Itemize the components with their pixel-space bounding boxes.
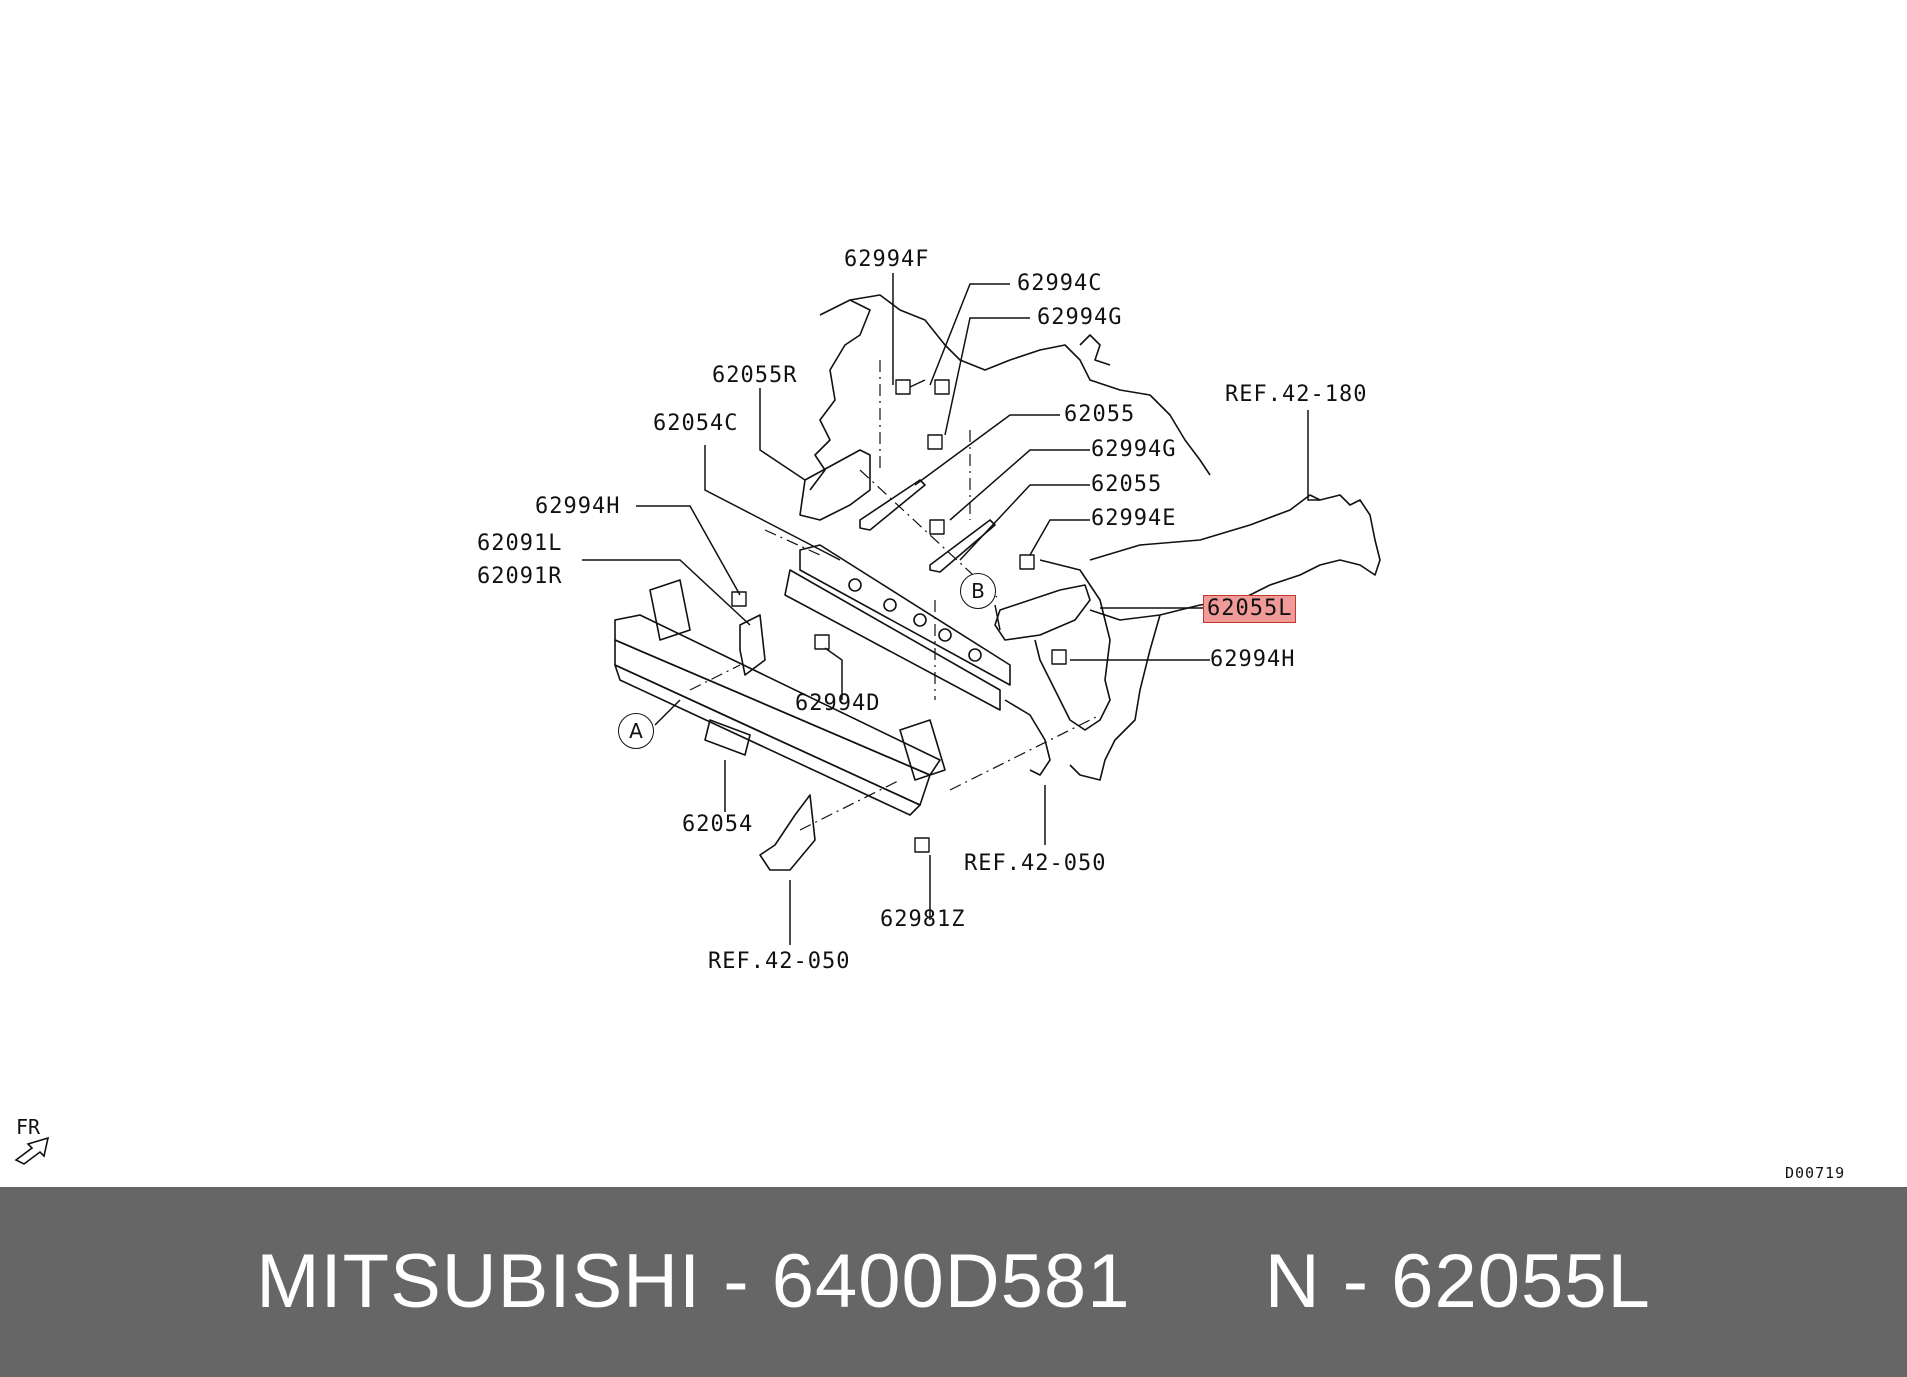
callout-62994D[interactable]: 62994D <box>795 691 881 716</box>
assembly-lines <box>689 360 1101 831</box>
bumper-beam-face <box>614 639 931 806</box>
stay-62055-a <box>859 479 926 531</box>
marker-a: A <box>618 713 654 749</box>
bracket-62055L <box>994 584 1091 641</box>
callout-62054[interactable]: 62054 <box>682 812 754 837</box>
crossmember-lower <box>784 569 1001 711</box>
footer-dash-1: - <box>723 1239 750 1324</box>
bumper-beam-bottom <box>614 664 921 816</box>
crossmember-holes <box>848 578 982 662</box>
callout-ref-42-180[interactable]: REF.42-180 <box>1225 382 1368 407</box>
callout-62994G-mid[interactable]: 62994G <box>1091 437 1177 462</box>
bumper-stay-right <box>899 719 946 781</box>
body-panel-upper-outline <box>849 294 1211 476</box>
front-direction-label: FR <box>16 1115 41 1139</box>
callout-ref-42-050-right[interactable]: REF.42-050 <box>964 851 1107 876</box>
footer-text: MITSUBISHI - 6400D581 N - 62055L <box>0 1187 1907 1377</box>
brand-name: MITSUBISHI <box>256 1239 702 1324</box>
callout-62091L[interactable]: 62091L <box>477 531 563 556</box>
callout-62055R[interactable]: 62055R <box>712 363 798 388</box>
leader-lines <box>582 273 1320 945</box>
reference-code: 62055L <box>1391 1239 1651 1324</box>
drawing-code: D00719 <box>1785 1164 1846 1182</box>
front-arrow <box>14 1136 50 1165</box>
tow-hook-block <box>704 719 751 756</box>
callout-62981Z[interactable]: 62981Z <box>880 907 966 932</box>
diagram-drawing <box>14 273 1381 1165</box>
callout-62994E[interactable]: 62994E <box>1091 506 1177 531</box>
side-member-right-lower <box>1004 699 1051 776</box>
footer-prefix: N <box>1264 1239 1321 1324</box>
marker-b: B <box>960 573 996 609</box>
callout-62994G-top[interactable]: 62994G <box>1037 305 1123 330</box>
part-number: 6400D581 <box>771 1239 1131 1324</box>
callout-62055-b[interactable]: 62055 <box>1091 472 1163 497</box>
lower-deflector <box>759 794 816 871</box>
callout-62054C[interactable]: 62054C <box>653 411 739 436</box>
bumper-stay-left <box>649 579 691 641</box>
callout-62055-a[interactable]: 62055 <box>1064 402 1136 427</box>
callout-62055L-highlighted[interactable]: 62055L <box>1203 595 1297 623</box>
side-member-right <box>1034 559 1111 731</box>
callout-62994H-left[interactable]: 62994H <box>535 494 621 519</box>
callout-62994H-right[interactable]: 62994H <box>1210 647 1296 672</box>
callout-62091R[interactable]: 62091R <box>477 564 563 589</box>
bracket-62055R <box>799 449 871 521</box>
body-panel-right-outline <box>1079 334 1111 366</box>
fender-structure-inner <box>1069 614 1161 781</box>
bolts <box>731 379 1067 853</box>
footer-dash-2: - <box>1342 1239 1370 1324</box>
crossmember-upper <box>799 544 1011 686</box>
footer-bar: MITSUBISHI - 6400D581 N - 62055L <box>0 1187 1907 1377</box>
bumper-beam-top <box>614 614 941 776</box>
callout-62994F[interactable]: 62994F <box>844 247 930 272</box>
stay-62055-b <box>929 519 996 573</box>
body-panel-left-outline <box>809 299 871 491</box>
parts-diagram: 62994F 62994C 62994G 62055R REF.42-180 6… <box>14 247 1846 1182</box>
bracket-62091 <box>739 614 766 676</box>
callout-ref-42-050-bottom[interactable]: REF.42-050 <box>708 949 851 974</box>
callout-62994C[interactable]: 62994C <box>1017 271 1103 296</box>
